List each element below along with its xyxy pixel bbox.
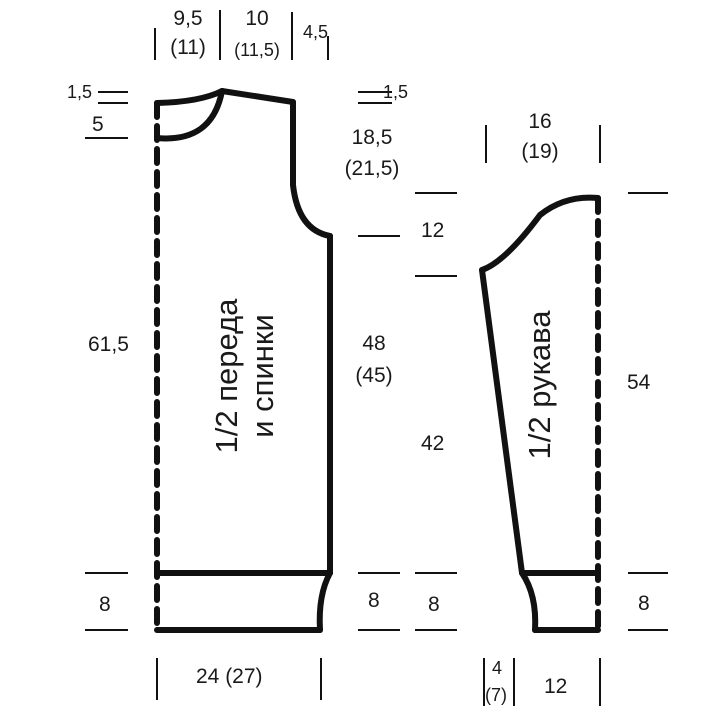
- body-piece-title-line2: и спинки: [245, 314, 280, 438]
- sleeve-piece-title-text: 1/2 рукава: [522, 310, 557, 460]
- dim-body-width: 24 (27): [196, 665, 263, 688]
- dim-sleeve-cuff-taper: 4: [492, 658, 503, 678]
- dim-neck-drop-back: 5: [92, 113, 104, 136]
- body-shoulder-line: [219, 88, 296, 105]
- body-armhole-curve: [290, 99, 333, 239]
- dim-body-rib-right: 8: [368, 589, 380, 612]
- dim-shoulder-left: 9,5: [173, 7, 203, 30]
- dim-side-length-alt: (45): [355, 364, 393, 387]
- dim-shoulder-left-alt: (11): [170, 36, 206, 59]
- dim-armhole-alt: (21,5): [344, 157, 400, 180]
- dim-neck: 10: [245, 7, 269, 30]
- dim-sleeve-cuff-width: 12: [544, 675, 568, 698]
- body-piece-title-line1: 1/2 переда: [209, 298, 244, 454]
- dim-sleeve-cuff-taper-alt: (7): [485, 685, 507, 705]
- dim-sleeve-rib-right: 8: [638, 592, 650, 615]
- dim-sleeve-cap-width: 16: [528, 110, 552, 133]
- dim-sleeve-cap-height: 12: [421, 219, 445, 242]
- dim-shoulder-right: 4,5: [303, 22, 329, 42]
- dim-shoulder-drop: 1,5: [383, 82, 409, 102]
- dim-armhole: 18,5: [351, 126, 393, 149]
- body-front-neckline: [154, 88, 225, 106]
- sleeve-underarm-seam: [479, 267, 525, 576]
- dim-side-length: 48: [362, 332, 386, 355]
- dimension-guides: [85, 10, 668, 706]
- body-back-neckline: [154, 88, 225, 142]
- sleeve-piece-title: 1/2 рукава: [522, 260, 558, 510]
- dim-sleeve-length: 42: [421, 432, 445, 455]
- body-piece-outline: [154, 88, 333, 633]
- sleeve-cap-curve: [479, 194, 601, 273]
- dim-body-rib-left: 8: [99, 593, 111, 616]
- dim-total-length: 61,5: [88, 333, 129, 356]
- dim-neck-drop-front: 1,5: [67, 82, 93, 102]
- dim-sleeve-cap-width-alt: (19): [521, 140, 559, 163]
- body-rib-side: [316, 570, 333, 633]
- sleeve-rib-side: [519, 570, 539, 633]
- sleeve-piece-outline: [479, 194, 601, 633]
- dim-sleeve-total-length: 54: [627, 371, 651, 394]
- dim-sleeve-rib-left: 8: [428, 593, 440, 616]
- dim-neck-alt: (11,5): [234, 40, 280, 60]
- body-piece-title: 1/2 переда и спинки: [209, 226, 281, 526]
